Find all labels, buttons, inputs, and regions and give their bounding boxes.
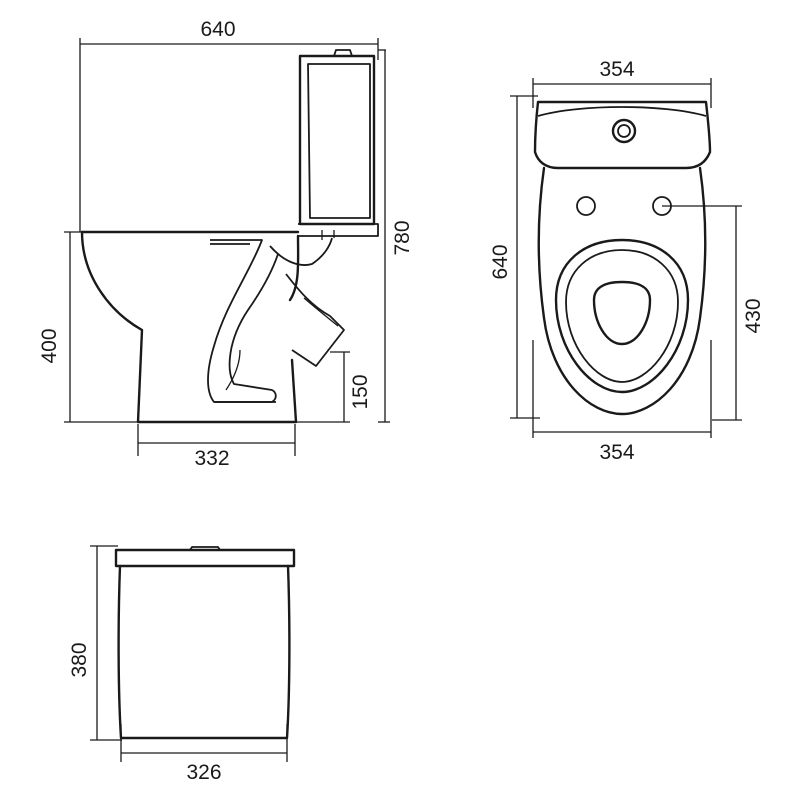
bowl-top [537,166,707,416]
dim-label-top-fixing: 430 [742,298,765,333]
bowl-side [80,230,345,424]
dim-top-width-bottom: 354 [532,340,712,464]
cistern-front-view: 380 326 [68,545,296,784]
top-view: 354 640 430 354 [489,58,765,464]
dim-top-fixing: 430 [662,205,765,421]
dim-label-side-width: 640 [200,18,235,41]
flush-button-icon [611,118,637,144]
dim-top-width-top: 354 [532,58,712,108]
dim-label-side-bowl-height: 400 [38,328,61,363]
dim-label-cistern-width: 326 [186,761,221,784]
dim-side-bowl-height: 400 [38,231,140,423]
side-view: 640 780 400 150 332 [38,18,414,470]
seat-fixing-hole-icon [652,196,672,216]
dim-label-side-base-width: 332 [194,447,229,470]
cistern-top [533,100,712,170]
dim-cistern-height: 380 [68,545,122,741]
cistern-side [298,49,379,240]
dim-top-length: 640 [489,95,540,419]
dim-cistern-width: 326 [120,724,288,784]
dim-label-side-outlet-height: 150 [349,374,372,409]
seat-fixing-hole-icon [576,196,596,216]
dim-label-top-width-top: 354 [599,58,634,81]
dim-label-top-length: 640 [489,244,512,279]
cistern-front [114,546,296,740]
dim-side-outlet-height: 150 [296,351,372,423]
dim-label-top-width-bottom: 354 [599,441,634,464]
dim-label-cistern-height: 380 [68,642,91,677]
dim-label-side-height: 780 [391,220,414,255]
dim-side-height: 780 [378,49,414,423]
dim-side-base-width: 332 [137,424,296,470]
dim-side-width: 640 [79,18,379,232]
